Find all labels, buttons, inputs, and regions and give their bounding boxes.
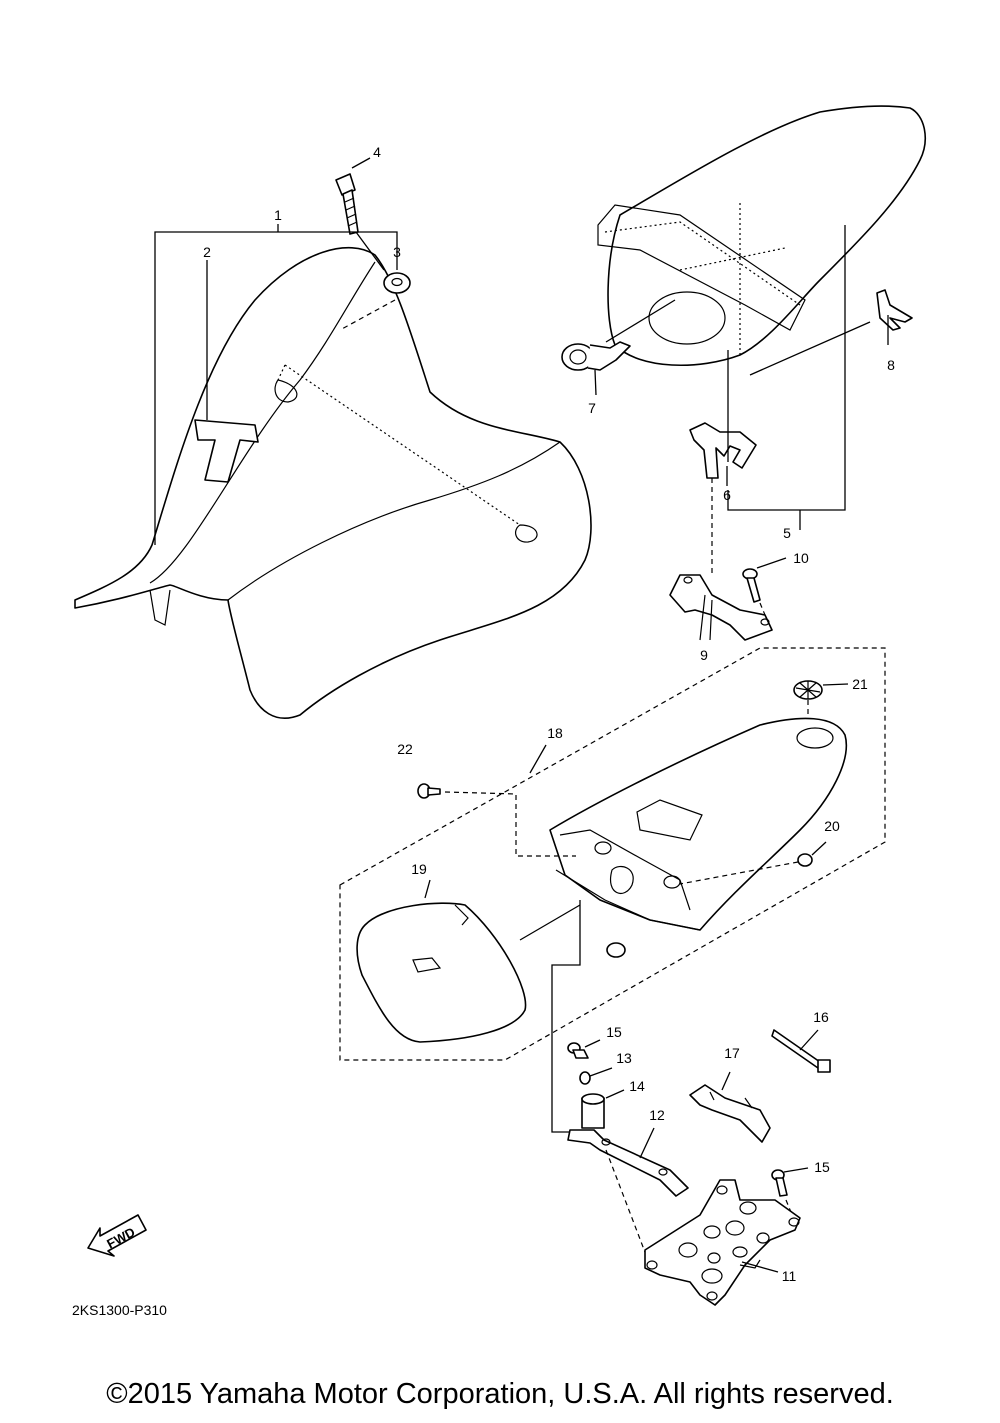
leader-lines-cowl bbox=[529, 744, 581, 1133]
callout-19: 19 bbox=[411, 861, 427, 877]
leader-lines-passenger bbox=[594, 225, 889, 575]
callout-6: 6 bbox=[723, 487, 731, 503]
callout-7: 7 bbox=[588, 400, 596, 416]
callout-2: 2 bbox=[203, 244, 211, 260]
washer bbox=[606, 942, 626, 958]
cowl-nut bbox=[679, 841, 827, 885]
seat-lock bbox=[561, 341, 631, 371]
forward-arrow-icon: FWD bbox=[87, 1214, 147, 1257]
bolt bbox=[335, 173, 359, 235]
callout-20: 20 bbox=[824, 818, 840, 834]
rider-seat bbox=[74, 247, 592, 719]
small-collar bbox=[579, 1067, 613, 1085]
callout-14: 14 bbox=[629, 1078, 645, 1094]
callout-8: 8 bbox=[887, 357, 895, 373]
callout-15-upper: 15 bbox=[606, 1024, 622, 1040]
callout-15-lower: 15 bbox=[814, 1159, 830, 1175]
callout-5: 5 bbox=[783, 525, 791, 541]
seat-pad bbox=[356, 879, 581, 1043]
retaining-clip bbox=[689, 1071, 771, 1143]
seat-cowl bbox=[549, 717, 848, 931]
hook-bracket bbox=[669, 574, 773, 641]
bracket-bolt bbox=[742, 557, 787, 616]
grommet bbox=[793, 680, 849, 725]
cowl-screw bbox=[417, 783, 576, 857]
callout-16: 16 bbox=[813, 1009, 829, 1025]
damper bbox=[581, 1089, 625, 1129]
stay bbox=[567, 1127, 689, 1261]
callout-labels: 4 1 2 3 8 7 6 5 10 9 21 18 22 20 19 15 1… bbox=[203, 144, 895, 1284]
seat-clip bbox=[876, 289, 913, 331]
callout-12: 12 bbox=[649, 1107, 665, 1123]
seat-hook bbox=[689, 422, 757, 479]
copyright-notice: ©2015 Yamaha Motor Corporation, U.S.A. A… bbox=[106, 1378, 894, 1410]
callout-1: 1 bbox=[274, 207, 282, 223]
callout-9: 9 bbox=[700, 647, 708, 663]
callout-4: 4 bbox=[373, 144, 381, 160]
callout-21: 21 bbox=[852, 676, 868, 692]
fwd-label: FWD bbox=[104, 1224, 137, 1251]
seat-strap bbox=[194, 419, 259, 483]
leader-lines-seat bbox=[154, 157, 521, 545]
callout-17: 17 bbox=[724, 1045, 740, 1061]
callout-3: 3 bbox=[393, 244, 401, 260]
diagram-code: 2KS1300-P310 bbox=[72, 1302, 167, 1318]
callout-22: 22 bbox=[397, 741, 413, 757]
bolt-upper bbox=[567, 1039, 601, 1059]
collar bbox=[383, 272, 411, 294]
callout-13: 13 bbox=[616, 1050, 632, 1066]
callout-11: 11 bbox=[782, 1268, 797, 1284]
callout-10: 10 bbox=[793, 550, 809, 566]
base-plate bbox=[644, 1179, 801, 1306]
passenger-seat bbox=[597, 105, 926, 367]
assembly-boundary bbox=[339, 647, 886, 1061]
bolt-lower bbox=[771, 1167, 809, 1223]
cable-tie bbox=[771, 1029, 831, 1073]
callout-18: 18 bbox=[547, 725, 563, 741]
